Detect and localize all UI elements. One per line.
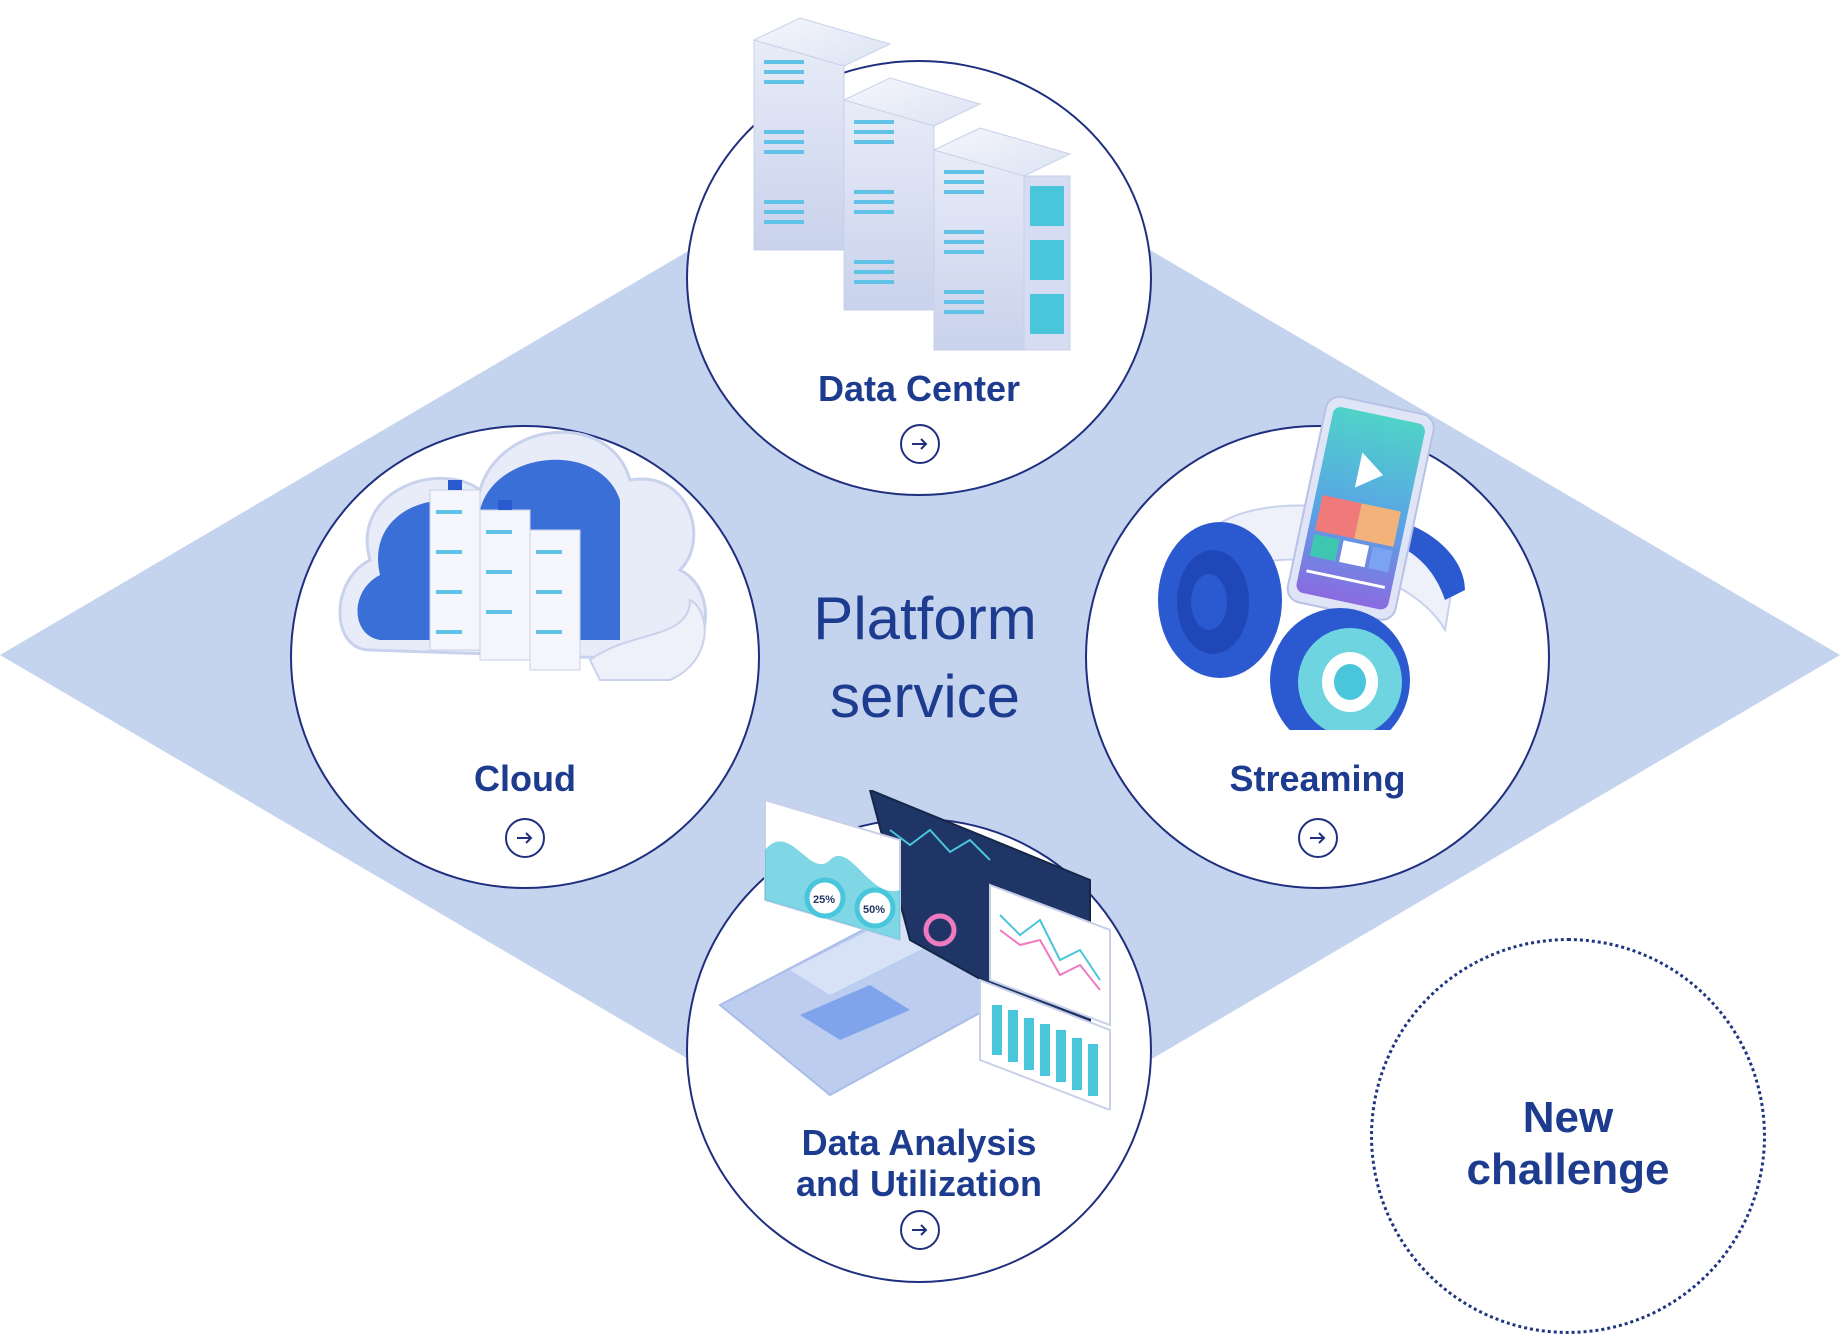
arrow-right-icon bbox=[912, 1224, 928, 1236]
chart-pct-2: 50% bbox=[863, 904, 885, 916]
new-challenge-line-2: challenge bbox=[1466, 1145, 1670, 1194]
platform-service-title: Platform service bbox=[700, 580, 1150, 736]
node-new-challenge[interactable] bbox=[1370, 938, 1766, 1334]
chart-pct-1: 25% bbox=[813, 894, 835, 906]
server-rack-icon bbox=[752, 17, 1072, 351]
arrow-right-icon bbox=[912, 438, 928, 450]
node-label-data-center: Data Center bbox=[817, 368, 1021, 409]
new-challenge-line-1: New bbox=[1522, 1093, 1614, 1142]
arrow-right-icon bbox=[517, 832, 533, 844]
data-analysis-arrow-button[interactable] bbox=[900, 1210, 940, 1250]
node-label-cloud: Cloud bbox=[474, 758, 576, 799]
node-label-data-analysis: Data Analysis and Utilization bbox=[686, 1122, 1152, 1205]
streaming-arrow-button[interactable] bbox=[1298, 818, 1338, 858]
cloud-arrow-button[interactable] bbox=[505, 818, 545, 858]
data-center-arrow-button[interactable] bbox=[900, 424, 940, 464]
data-analysis-line-1: Data Analysis bbox=[801, 1122, 1037, 1163]
arrow-right-icon bbox=[1310, 832, 1326, 844]
title-line-2: service bbox=[829, 663, 1021, 730]
title-line-1: Platform bbox=[813, 585, 1037, 652]
headphones-phone-icon bbox=[1158, 395, 1465, 730]
node-label-streaming: Streaming bbox=[1229, 758, 1406, 799]
cloud-servers-icon bbox=[338, 430, 707, 681]
node-label-new-challenge: New challenge bbox=[1370, 1092, 1766, 1196]
laptop-dashboard-icon: 25% 50% bbox=[718, 790, 1111, 1110]
data-analysis-line-2: and Utilization bbox=[796, 1163, 1042, 1205]
